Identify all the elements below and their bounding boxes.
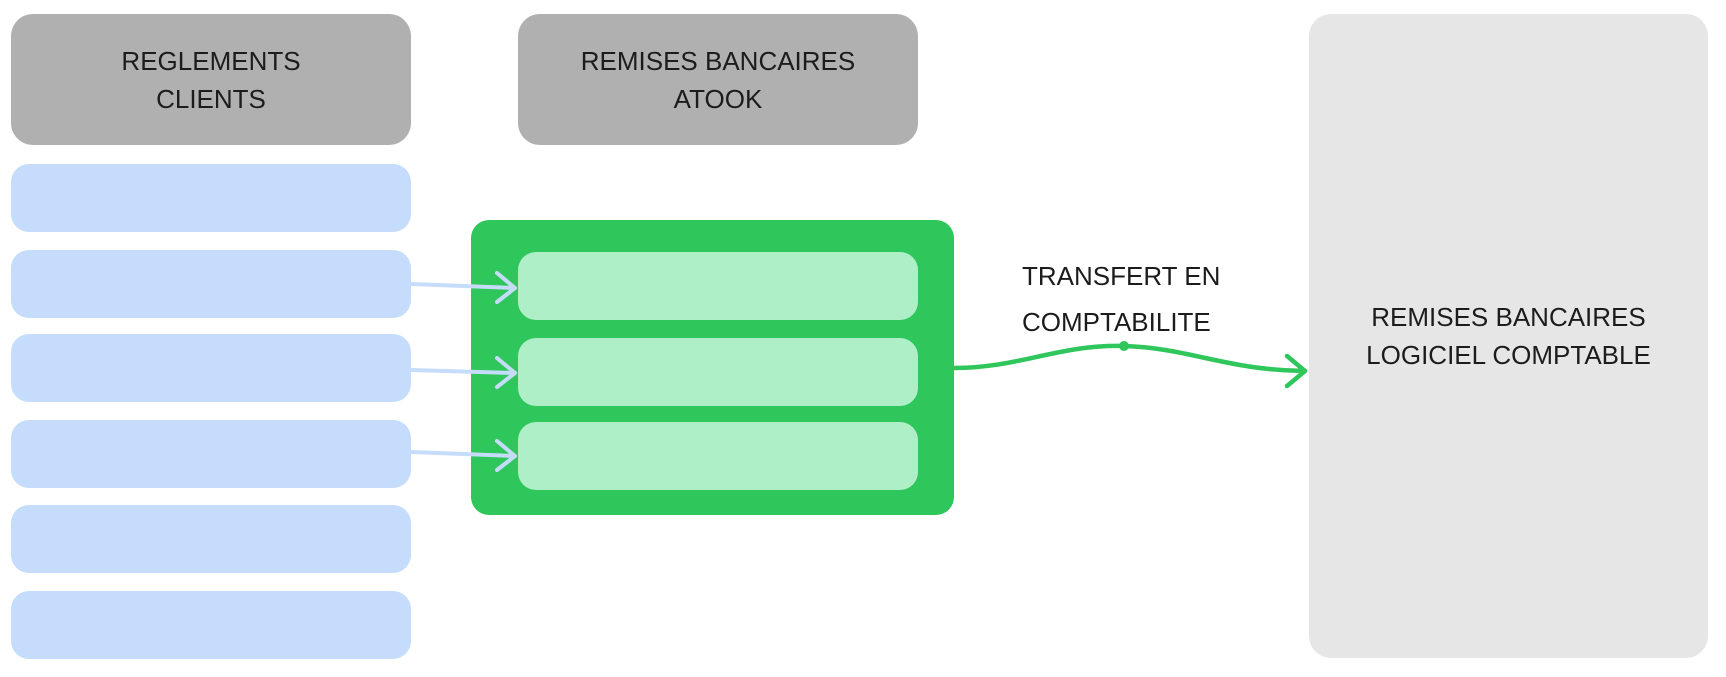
header-label: REGLEMENTS CLIENTS [121,45,301,114]
header-remises-atook: REMISES BANCAIRES ATOOK [518,14,918,145]
client-row [11,591,411,659]
client-row [11,420,411,488]
client-row [11,334,411,402]
arrow-client-to-atook [409,356,517,389]
transfer-midpoint [1119,341,1129,351]
software-remises-panel: REMISES BANCAIRES LOGICIEL COMPTABLE [1309,14,1708,658]
software-label: REMISES BANCAIRES LOGICIEL COMPTABLE [1366,302,1651,370]
atook-row [518,338,918,406]
header-label: REMISES BANCAIRES ATOOK [580,45,856,114]
arrow-client-to-atook [409,439,517,472]
client-row [11,250,411,318]
header-reglements-clients: REGLEMENTS CLIENTS [11,14,411,145]
atook-row [518,252,918,320]
client-row [11,164,411,232]
transfer-arrow [951,343,1308,389]
transfer-label: TRANSFERT EN COMPTABILITE [1022,261,1221,337]
arrow-client-to-atook [409,271,517,304]
atook-row [518,422,918,490]
client-row [11,505,411,573]
